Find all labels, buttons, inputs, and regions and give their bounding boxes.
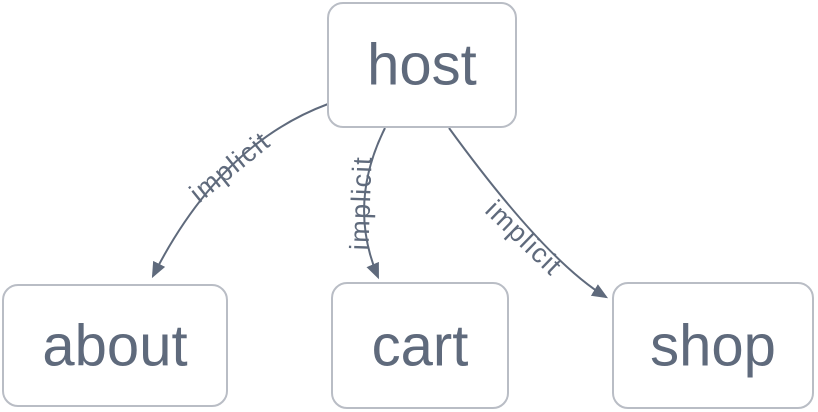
node-about-label: about	[42, 314, 187, 379]
node-cart[interactable]: cart	[331, 282, 509, 409]
edge-host-shop-label: implicit	[480, 194, 569, 281]
edge-host-cart-path[interactable]	[363, 127, 386, 280]
edge-host-cart-label: implicit	[344, 155, 377, 251]
edge-host-about-path[interactable]	[151, 103, 329, 279]
node-host[interactable]: host	[327, 2, 517, 128]
node-cart-label: cart	[372, 314, 469, 379]
edge-host-cart[interactable]: implicit	[344, 127, 386, 280]
node-cart-box[interactable]	[331, 282, 509, 409]
node-shop-box[interactable]	[612, 282, 814, 409]
edge-host-about[interactable]: implicit	[151, 103, 329, 279]
node-shop[interactable]: shop	[612, 282, 814, 409]
node-about[interactable]: about	[2, 284, 228, 407]
node-about-box[interactable]	[2, 284, 228, 407]
node-host-label: host	[367, 33, 477, 98]
edge-host-shop[interactable]: implicit	[448, 127, 609, 299]
edge-host-shop-path[interactable]	[448, 127, 609, 299]
node-host-box[interactable]	[327, 2, 517, 128]
edge-host-about-label: implicit	[184, 126, 276, 209]
node-shop-label: shop	[650, 314, 776, 379]
